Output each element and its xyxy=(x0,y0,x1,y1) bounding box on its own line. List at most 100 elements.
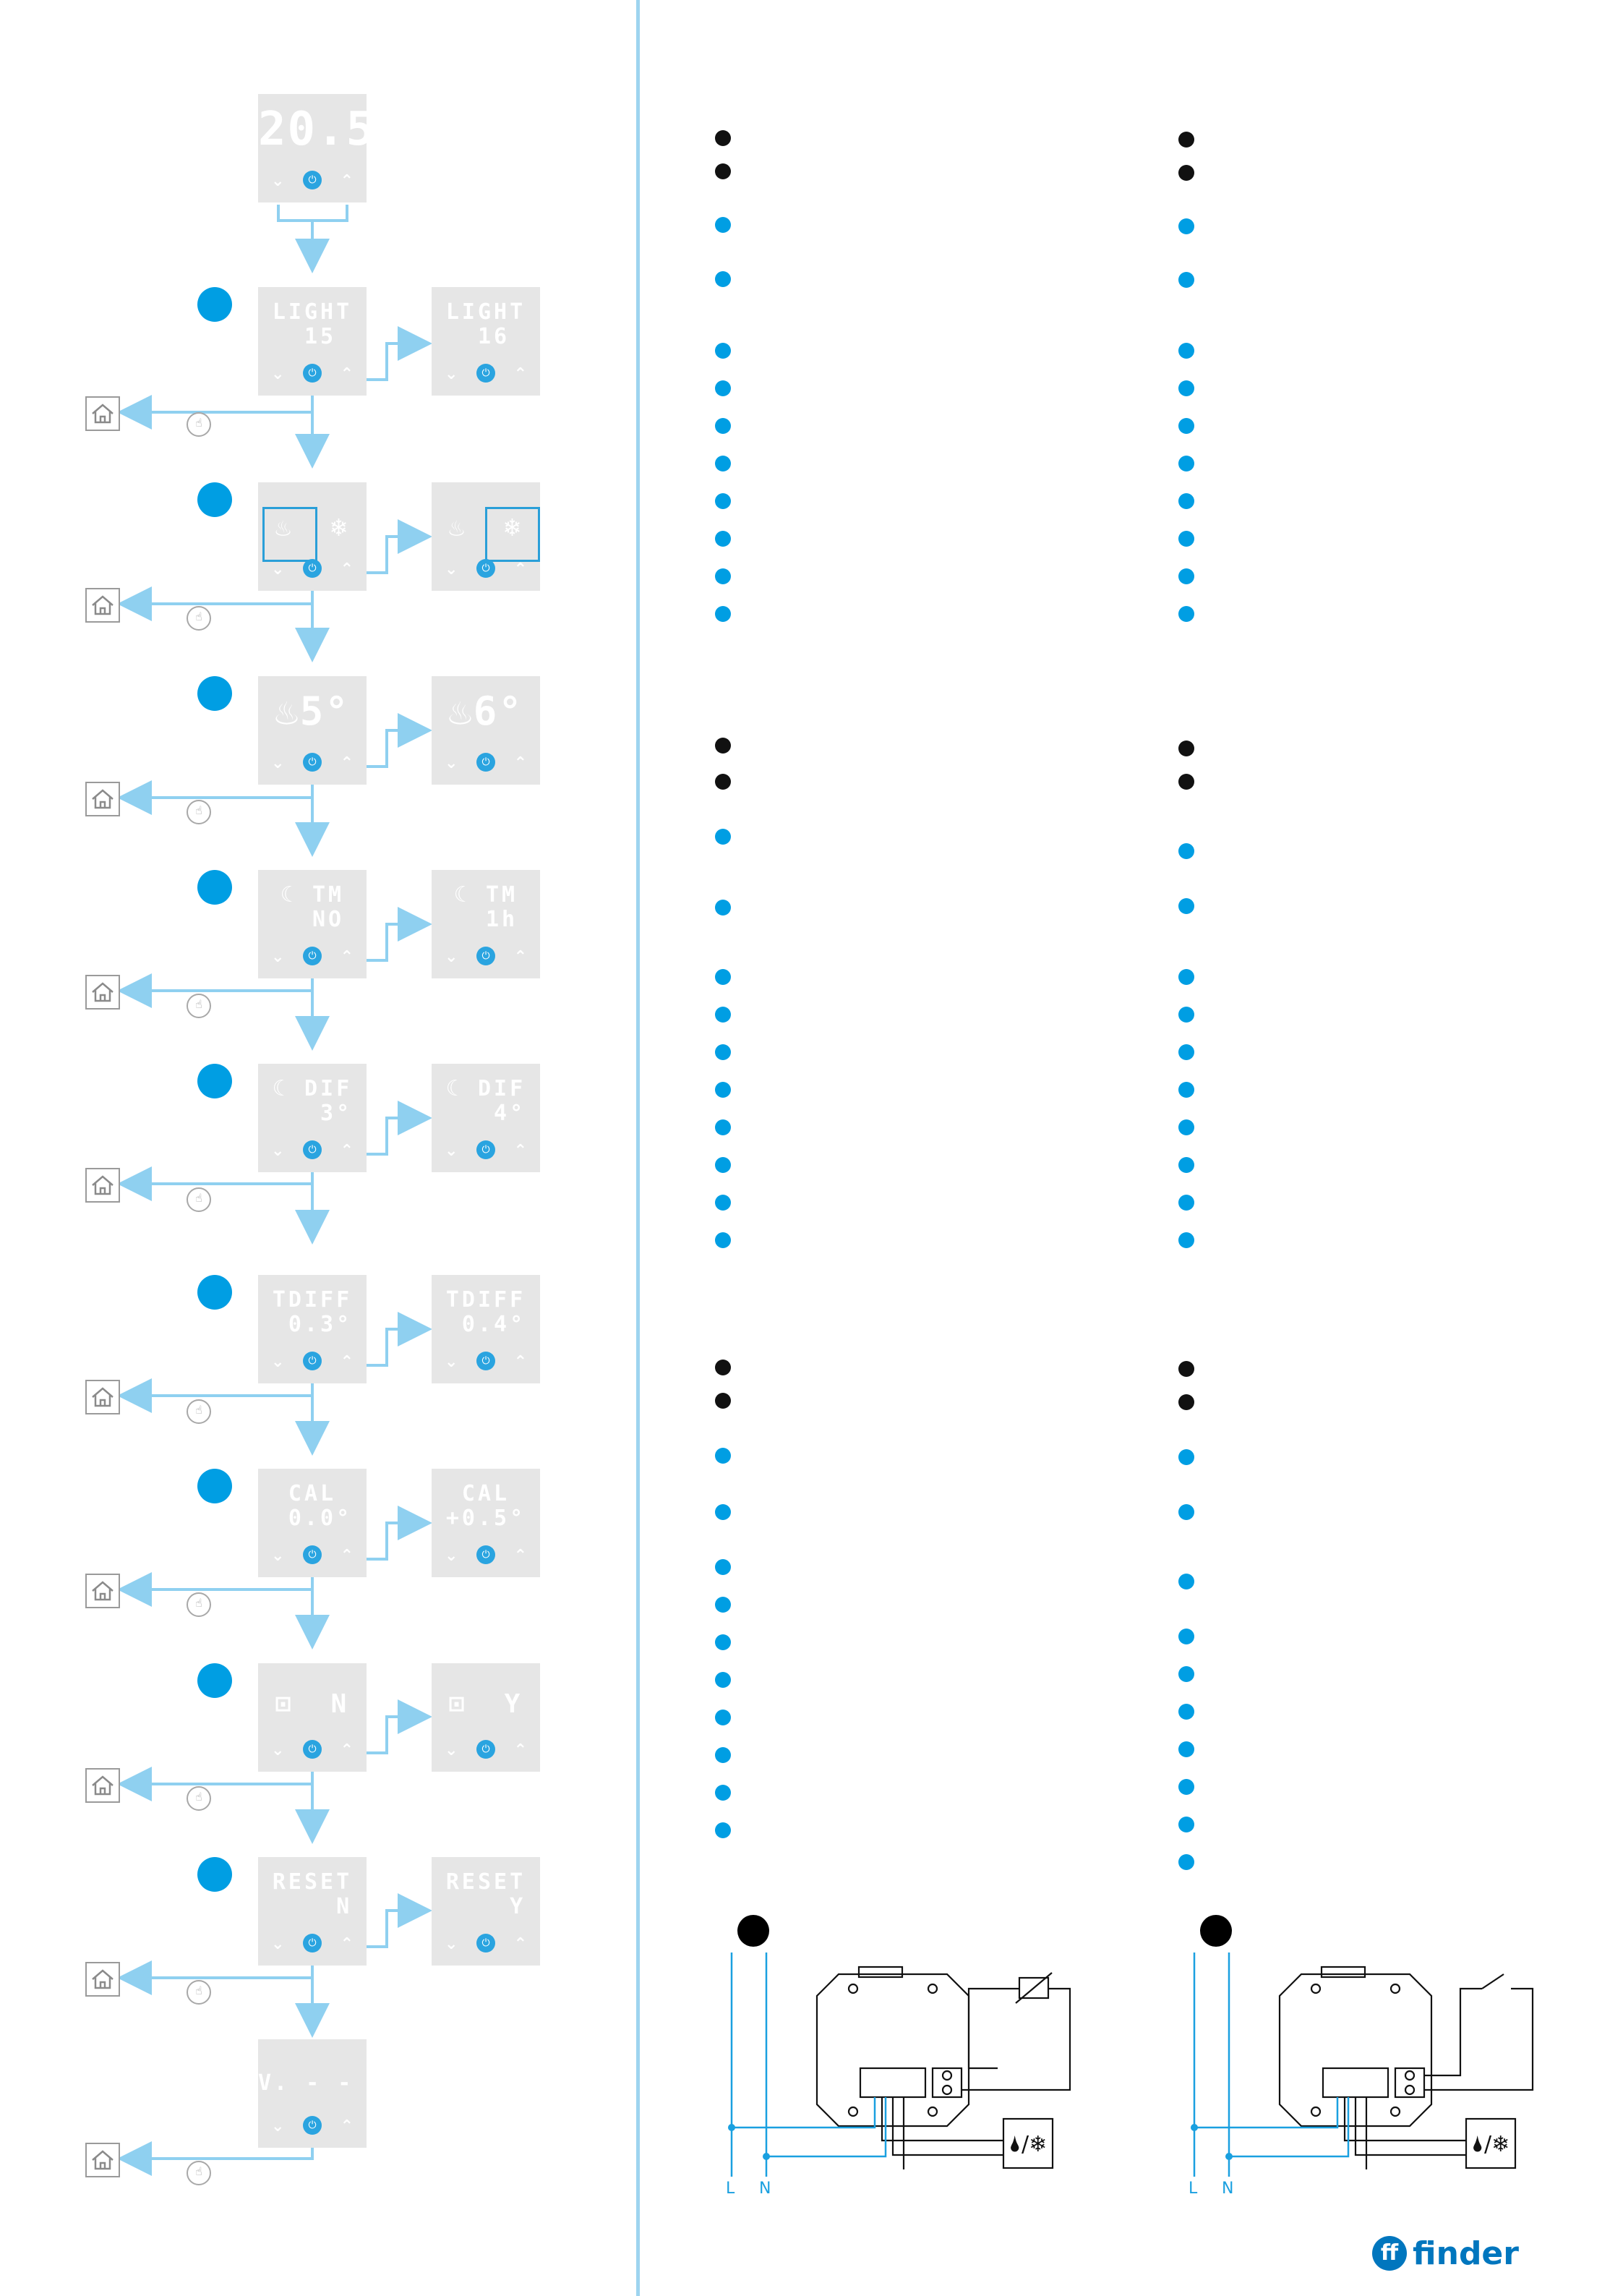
lcd-cal-a: CAL 0.0° ⌄⏻⌃ xyxy=(258,1469,367,1577)
down-key[interactable]: ⌄ xyxy=(445,560,458,579)
up-key[interactable]: ⌃ xyxy=(340,1935,354,1953)
up-key[interactable]: ⌃ xyxy=(513,754,527,772)
up-key[interactable]: ⌃ xyxy=(513,560,527,579)
power-key[interactable]: ⏻ xyxy=(303,2116,322,2135)
power-key[interactable]: ⏻ xyxy=(303,1352,322,1370)
home-icon xyxy=(85,2143,120,2177)
lcd-reset-a: RESET N ⌄⏻⌃ xyxy=(258,1857,367,1966)
down-key[interactable]: ⌄ xyxy=(271,365,285,383)
power-key[interactable]: ⏻ xyxy=(476,559,495,578)
home-icon xyxy=(85,782,120,816)
down-key[interactable]: ⌄ xyxy=(271,948,285,966)
down-key[interactable]: ⌄ xyxy=(271,1935,285,1953)
down-key[interactable]: ⌄ xyxy=(271,1741,285,1759)
power-key[interactable]: ⏻ xyxy=(303,947,322,965)
up-key[interactable]: ⌃ xyxy=(513,1935,527,1953)
lcd-lock-a: ⊡ N ⌄⏻⌃ xyxy=(258,1663,367,1772)
up-key[interactable]: ⌃ xyxy=(513,1741,527,1759)
step-marker xyxy=(197,482,232,517)
lcd-home: 20.5 ⌄ ⏻ ⌃ xyxy=(258,94,376,202)
up-key[interactable]: ⌃ xyxy=(340,754,354,772)
home-icon xyxy=(85,1574,120,1608)
down-key[interactable]: ⌄ xyxy=(445,754,458,772)
down-key[interactable]: ⌄ xyxy=(445,365,458,383)
list-bullet xyxy=(715,163,731,179)
power-key[interactable]: ⏻ xyxy=(303,1934,322,1953)
list-bullet xyxy=(1178,1119,1194,1135)
power-key[interactable]: ⏻ xyxy=(476,1740,495,1759)
list-bullet xyxy=(1178,1044,1194,1060)
power-key[interactable]: ⏻ xyxy=(303,753,322,772)
up-key[interactable]: ⌃ xyxy=(340,1741,354,1759)
down-key[interactable]: ⌄ xyxy=(271,754,285,772)
up-key[interactable]: ⌃ xyxy=(513,1353,527,1371)
up-key[interactable]: ⌃ xyxy=(340,172,354,190)
down-key[interactable]: ⌄ xyxy=(271,560,285,579)
list-bullet xyxy=(715,1822,731,1838)
lcd-text: ☾ TM NO xyxy=(280,882,345,932)
up-key[interactable]: ⌃ xyxy=(513,1142,527,1160)
up-key[interactable]: ⌃ xyxy=(340,948,354,966)
lcd-text: 20.5 xyxy=(258,103,376,156)
up-key[interactable]: ⌃ xyxy=(513,948,527,966)
down-key[interactable]: ⌄ xyxy=(445,1142,458,1160)
power-key[interactable]: ⏻ xyxy=(303,171,322,189)
lcd-text: ♨6° xyxy=(448,688,523,734)
up-key[interactable]: ⌃ xyxy=(340,1142,354,1160)
lcd-dif-b: ☾ DIF 4° ⌄⏻⌃ xyxy=(432,1064,540,1172)
list-bullet xyxy=(1178,272,1194,288)
down-key[interactable]: ⌄ xyxy=(271,1547,285,1565)
down-key[interactable]: ⌄ xyxy=(445,948,458,966)
up-key[interactable]: ⌃ xyxy=(340,1547,354,1565)
step-marker xyxy=(197,676,232,711)
lcd-text: TDIFF 0.3° xyxy=(272,1287,353,1337)
up-key[interactable]: ⌃ xyxy=(340,2117,354,2135)
up-key[interactable]: ⌃ xyxy=(340,1353,354,1371)
power-key[interactable]: ⏻ xyxy=(476,947,495,965)
up-key[interactable]: ⌃ xyxy=(513,1547,527,1565)
power-key[interactable]: ⏻ xyxy=(476,1352,495,1370)
step-marker xyxy=(197,1857,232,1892)
touch-icon: ☝ xyxy=(187,1980,211,2005)
down-key[interactable]: ⌄ xyxy=(271,1142,285,1160)
up-key[interactable]: ⌃ xyxy=(340,365,354,383)
lcd-text: CAL +0.5° xyxy=(445,1481,526,1531)
lcd-text: TDIFF 0.4° xyxy=(445,1287,526,1337)
down-key[interactable]: ⌄ xyxy=(445,1547,458,1565)
list-bullet xyxy=(1178,969,1194,985)
down-key[interactable]: ⌄ xyxy=(445,1741,458,1759)
power-key[interactable]: ⏻ xyxy=(476,753,495,772)
power-key[interactable]: ⏻ xyxy=(303,364,322,383)
up-key[interactable]: ⌃ xyxy=(340,560,354,579)
down-key[interactable]: ⌄ xyxy=(445,1935,458,1953)
home-icon xyxy=(85,1380,120,1414)
power-key[interactable]: ⏻ xyxy=(303,1140,322,1159)
list-bullet xyxy=(1178,165,1194,181)
list-bullet xyxy=(1178,493,1194,509)
power-key[interactable]: ⏻ xyxy=(303,559,322,578)
list-bullet xyxy=(715,531,731,547)
lcd-light-b: LIGHT 16 ⌄⏻⌃ xyxy=(432,287,540,396)
power-key[interactable]: ⏻ xyxy=(303,1545,322,1564)
touch-icon: ☝ xyxy=(187,606,211,631)
step-marker xyxy=(197,1275,232,1310)
power-key[interactable]: ⏻ xyxy=(303,1740,322,1759)
list-bullet xyxy=(1178,1704,1194,1720)
power-key[interactable]: ⏻ xyxy=(476,364,495,383)
power-key[interactable]: ⏻ xyxy=(476,1140,495,1159)
list-bullet xyxy=(715,1082,731,1098)
power-key[interactable]: ⏻ xyxy=(476,1934,495,1953)
list-bullet xyxy=(1178,1157,1194,1173)
down-key[interactable]: ⌄ xyxy=(445,1353,458,1371)
down-key[interactable]: ⌄ xyxy=(271,1353,285,1371)
down-key[interactable]: ⌄ xyxy=(271,2117,285,2135)
lcd-text: V. - - - xyxy=(258,2070,386,2096)
up-key[interactable]: ⌃ xyxy=(513,365,527,383)
list-bullet xyxy=(1178,568,1194,584)
step-marker xyxy=(197,1469,232,1503)
list-bullet xyxy=(1178,343,1194,359)
power-key[interactable]: ⏻ xyxy=(476,1545,495,1564)
down-key[interactable]: ⌄ xyxy=(271,172,285,190)
list-bullet xyxy=(1178,1854,1194,1870)
touch-icon: ☝ xyxy=(187,1592,211,1617)
